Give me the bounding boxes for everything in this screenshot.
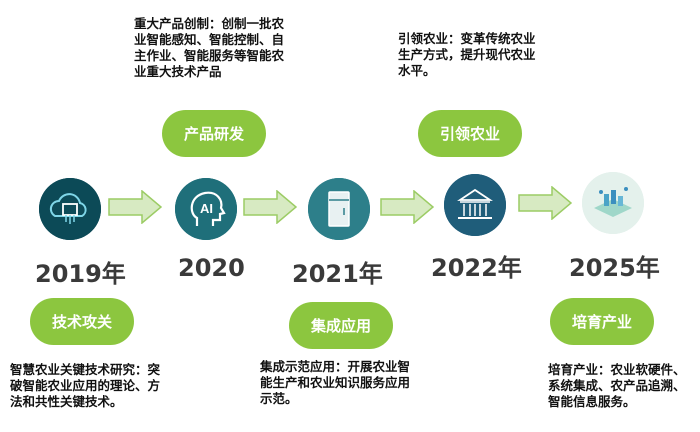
industry-description: 培育产业：农业软硬件、 系统集成、农产品追溯、 智能信息服务。 [548, 362, 698, 410]
tech-research-pill: 技术攻关 [30, 298, 134, 345]
year-label: 2022年 [431, 248, 522, 283]
arrow-right-icon [108, 190, 162, 224]
lead-agri-description: 引领农业：变革传统农业 生产方式，提升现代农业 水平。 [398, 31, 568, 79]
product-rd-description: 重大产品创制：创制一批农 业智能感知、智能控制、自 主作业、智能服务等智能农 业… [134, 16, 314, 80]
product-rd-pill: 产品研发 [162, 110, 266, 157]
year-label: 2020 [178, 254, 245, 282]
arrow-right-icon [243, 190, 297, 224]
lead-agri-pill: 引领农业 [418, 110, 522, 157]
year-label: 2019年 [35, 254, 126, 289]
building-icon [444, 174, 506, 236]
cabinet-icon [308, 178, 370, 240]
arrow-right-icon [380, 190, 434, 224]
svg-text:AI: AI [200, 201, 213, 216]
industry-pill: 培育产业 [550, 298, 654, 345]
tech-research-description: 智慧农业关键技术研究：突 破智能农业应用的理论、方 法和共性关键技术。 [10, 362, 200, 410]
year-label: 2025年 [569, 248, 660, 283]
ai-head-icon: AI [175, 178, 237, 240]
demo-app-pill: 集成应用 [289, 302, 393, 349]
demo-app-description: 集成示范应用：开展农业智 能生产和农业知识服务应用 示范。 [260, 359, 450, 407]
cloud-chip-icon [39, 178, 101, 240]
smart-farm-icon [582, 172, 644, 234]
year-label: 2021年 [292, 254, 383, 289]
arrow-right-icon [518, 186, 572, 220]
